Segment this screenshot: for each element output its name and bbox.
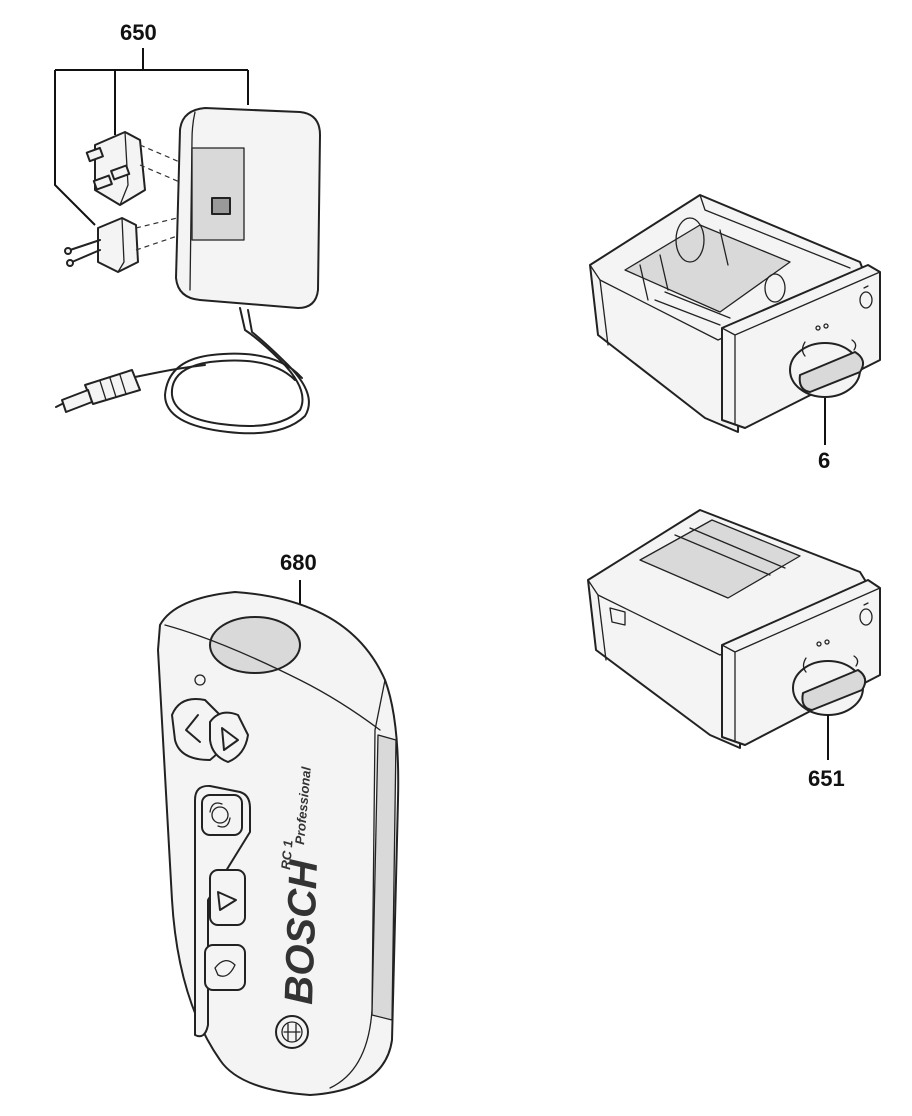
model-line-1: RC 1: [278, 839, 296, 870]
battery-pack-group: 651: [587, 509, 881, 791]
battery-pack-front-panel: [721, 579, 881, 746]
arrow-down-icon: [217, 891, 237, 911]
remote-branding: BOSCH RC 1 Professional: [275, 766, 326, 1049]
adapter-cable: [55, 307, 310, 435]
battery-box-knob: [789, 323, 865, 398]
battery-pack-part-number: 651: [808, 766, 845, 791]
adapter-body: [175, 107, 321, 309]
point-mode-icon: [214, 960, 236, 977]
arrow-left-icon: [185, 714, 201, 743]
uk-plug-adapter: [85, 131, 146, 206]
battery-box-front-panel: [721, 264, 881, 429]
brand-logo-text: BOSCH: [277, 858, 326, 1005]
remote-button-column: [194, 784, 251, 1038]
power-adapter-leader: [54, 48, 249, 226]
remote-control-group: 680 BOSCH: [157, 550, 400, 1096]
battery-box-open-group: 6: [589, 194, 881, 473]
arrow-right-icon: [221, 727, 239, 751]
alignment-lines: [135, 144, 211, 251]
power-adapter-part-number: 650: [120, 20, 157, 45]
rotation-mode-icon: [209, 802, 231, 828]
power-adapter-group: 650: [54, 20, 321, 435]
battery-pack-knob: [792, 639, 867, 716]
euro-plug-adapter: [64, 217, 139, 273]
battery-box-open-part-number: 6: [818, 448, 830, 473]
model-line-2: Professional: [292, 766, 314, 845]
remote-control-part-number: 680: [280, 550, 317, 575]
remote-sensor-window: [209, 616, 301, 674]
remote-top-buttons: [171, 698, 249, 763]
